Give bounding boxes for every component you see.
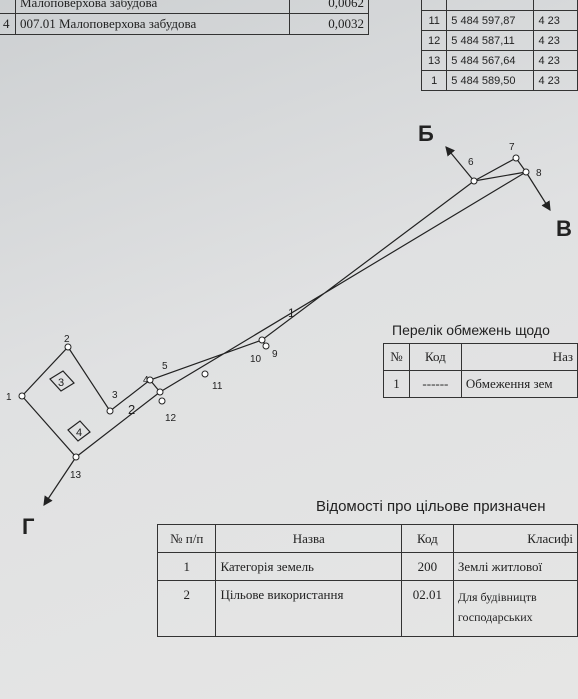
col-code: Код [408, 343, 462, 371]
col-name: Назва [215, 524, 402, 553]
point-number: 11 [420, 10, 448, 31]
direction-label-g: Г [22, 514, 35, 539]
table-header-row: № Код Наз [383, 343, 578, 371]
point-label: 8 [536, 168, 542, 179]
direction-label-b: Б [418, 121, 434, 146]
point-label: 5 [162, 361, 168, 372]
row-name: Категорія земель [215, 552, 402, 581]
point-label: 4 [143, 375, 149, 386]
row-num: 1 [156, 552, 217, 581]
coord-y: 4 23 [533, 70, 578, 91]
row-num: 2 [156, 580, 217, 637]
col-name: Наз [460, 343, 578, 371]
point-label: 3 [112, 390, 118, 401]
row-area: 0,0032 [289, 13, 369, 35]
restrictions-caption: Перелік обмежень щодо [392, 322, 550, 338]
row-code: 200 [400, 552, 454, 581]
coord-y: 4 23 [533, 30, 578, 51]
point-label: 7 [509, 142, 515, 153]
point-number: 1 [420, 70, 448, 91]
row-code: 02.01 [400, 580, 454, 637]
point-number: 13 [420, 50, 448, 71]
point-number: 12 [420, 30, 448, 51]
col-num: № [383, 343, 410, 371]
point-label: 2 [64, 334, 70, 345]
restrictions-table: № Код Наз 1 ------ Обмеження зем [383, 343, 578, 398]
table-header-row: № п/п Назва Код Класифі [156, 524, 578, 553]
point-label: 1 [6, 392, 12, 403]
col-code: Код [400, 524, 454, 553]
row-name: Цільове використання [215, 580, 402, 637]
table-row: 1 ------ Обмеження зем [383, 370, 578, 398]
table-row: 2 Цільове використання 02.01 Для будівни… [156, 580, 578, 637]
coord-x: 5 484 589,50 [446, 70, 535, 91]
coord-y: 4 23 [533, 50, 578, 71]
row-name: Обмеження зем [460, 370, 578, 398]
direction-label-v: В [556, 216, 572, 241]
parcel-number: 2 [128, 402, 135, 417]
building-3 [49, 370, 75, 392]
row-class-line2: господарських [457, 610, 533, 624]
row-name: 007.01 Малоповерхова забудова [15, 13, 290, 35]
parcel-number: 3 [58, 377, 64, 389]
parcel-number: 4 [76, 427, 82, 439]
parcel-number: 1 [288, 306, 295, 320]
col-class: Класифі [452, 524, 578, 553]
point-label: 6 [468, 157, 474, 168]
row-code: 007.01 [20, 16, 56, 31]
row-class-line1: Для будівництв [457, 590, 537, 604]
point-label: 12 [165, 413, 177, 424]
col-num: № п/п [156, 524, 217, 553]
building-4 [67, 420, 91, 442]
parcel-boundary [21, 157, 527, 458]
table-row: 1 Категорія земель 200 Землі житлової [156, 552, 578, 581]
row-num: 1 [383, 370, 410, 398]
row-class: Для будівництв господарських [452, 580, 578, 637]
point-label: 9 [272, 349, 278, 360]
coord-x: 5 484 587,11 [446, 30, 535, 51]
purpose-caption: Відомості про цільове призначен [316, 498, 546, 515]
point-label: 10 [250, 354, 262, 365]
land-use-table: Малоповерхова забудова 0,0062 4 007.01 М… [0, 0, 369, 35]
point-label: 13 [70, 470, 82, 481]
table-row: 4 007.01 Малоповерхова забудова 0,0032 [0, 13, 369, 35]
purpose-table: № п/п Назва Код Класифі 1 Категорія земе… [156, 524, 578, 637]
row-name-text: Малоповерхова забудова [59, 16, 197, 31]
point-label: 11 [212, 381, 223, 392]
row-class: Землі житлової [452, 552, 578, 581]
row-code: ------ [408, 370, 462, 398]
table-row: Малоповерхова забудова 0,0062 [0, 0, 369, 14]
